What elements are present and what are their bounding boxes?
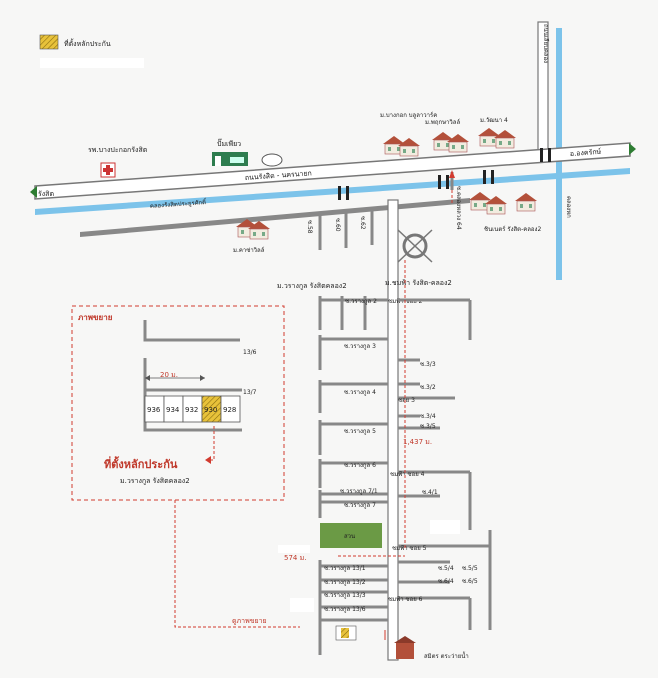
- soi-3-5: ซ.3/5: [420, 423, 436, 430]
- see-zoom-label: ดูภาพขยาย: [232, 617, 267, 625]
- arrow-right-icon: [629, 143, 636, 155]
- soi-58-label: ซ.58: [306, 220, 313, 234]
- school-label: สมิตร ตระว่ายน้ำ: [424, 650, 469, 660]
- distance-long: 1,437 ม.: [403, 438, 432, 446]
- village-bangpakok-label: ม.บางกอก บลูลาวาร์ค: [380, 111, 437, 119]
- gas-station: ปั๊มเพียว: [212, 138, 283, 167]
- village-phruksa-label: ม.พฤกษาวิลล์: [425, 118, 460, 126]
- village-wattana-label: ม.วัฒนา 4: [480, 117, 508, 124]
- inset-house-lot: [220, 395, 241, 423]
- hospital: รพ.บางปะกอกรังสิต: [88, 146, 148, 178]
- inset-house-number: 932: [185, 406, 198, 414]
- distance-short: 574 ม.: [284, 554, 306, 562]
- soi-waranggun-3: ซ.วรางกูล 3: [344, 343, 376, 350]
- legend-swatch: [39, 34, 59, 50]
- soi-waranggun-7: ซ.วรางกูล 7: [344, 502, 376, 509]
- soi-chomfah-6: ชมฟ้า ซอย 6: [388, 596, 423, 603]
- inset-title: ภาพขยาย: [78, 313, 113, 322]
- gas-label: ปั๊มเพียว: [217, 138, 241, 148]
- canal-label: คลองรังสิตประยูรศักดิ์: [150, 197, 208, 210]
- soi-waranggun-7-1: ซ.วรางกูล 7/1: [340, 488, 378, 495]
- road-right-label: ถนนเลียบคลอง: [542, 24, 550, 63]
- soi-5-5: ซ.5/5: [462, 565, 478, 572]
- rangsit-label: รังสิต: [38, 190, 54, 198]
- soi-chomfah-4: ชมฟ้า ซอย 4: [390, 471, 425, 478]
- park: [320, 523, 382, 548]
- redaction-blank: [278, 545, 310, 553]
- village-kasa: ม.คาซ่าวิลล์: [233, 218, 271, 254]
- legend-blank: [40, 58, 144, 68]
- canal-right-label: คลองหก: [565, 196, 572, 218]
- ongkarak-label: อ.องครักษ์: [570, 148, 602, 158]
- redaction-blank: [290, 598, 314, 612]
- soi-3-2: ซ.3/2: [420, 384, 436, 391]
- legend-label: ที่ตั้งหลักประกัน: [64, 37, 111, 48]
- main-soi: [387, 199, 399, 661]
- soi-3: ซอย 3: [398, 397, 415, 404]
- canal: [35, 168, 630, 215]
- soi-waranggun-13-3: ซ.วรางกูล 13/3: [324, 592, 366, 599]
- park-label: สวน: [344, 533, 355, 540]
- soi-4-1: ซ.4/1: [422, 489, 438, 496]
- soi-waranggun-13-1: ซ.วรางกูล 13/1: [324, 565, 366, 572]
- target-lot: [341, 628, 349, 638]
- soi-waranggun-6: ซ.วรางกูล 6: [344, 462, 376, 469]
- inset-collateral-label: ที่ตั้งหลักประกัน: [104, 456, 178, 471]
- inset-houses: 936 934 932 930 928: [144, 395, 241, 423]
- village-kasa-label: ม.คาซ่าวิลล์: [233, 246, 265, 254]
- village-phruksa: ม.พฤกษาวิลล์: [425, 118, 470, 153]
- route-dashes: [338, 190, 453, 557]
- inset-house-number: 928: [223, 406, 236, 414]
- village-waranggun-label: ม.วรางกูล รังสิตคลอง2: [277, 282, 347, 290]
- inset-house-number: 930: [204, 406, 217, 414]
- soi-62-label: ซ.62: [359, 216, 366, 230]
- inset-link: [174, 500, 300, 628]
- inset-house-number: 936: [147, 406, 161, 414]
- bridges: [338, 148, 551, 200]
- arrow-left-icon: [30, 186, 37, 198]
- route-arrow-icon: [449, 170, 455, 178]
- school-icon: [396, 643, 414, 659]
- inset-frame: [71, 305, 285, 501]
- school: สมิตร ตระว่ายน้ำ: [394, 636, 469, 660]
- village-chinnet: ชินเนตร์ รังสิต-คลอง2: [468, 191, 541, 233]
- inset-distance: 20 ม.: [160, 371, 178, 379]
- soi-waranggun-4: ซ.วรางกูล 4: [344, 389, 376, 396]
- soi-6-4: ซ.6/4: [438, 578, 454, 585]
- gas-logo-icon: [261, 153, 283, 167]
- village-chinnet-name: ชินเนตร์ รังสิต-คลอง2: [484, 225, 541, 233]
- soi-waranggun-2: ซ.วรางกูล 2: [345, 298, 377, 305]
- inset-house-number: 934: [166, 406, 180, 414]
- soi-chomfah-5: ชมฟ้า ซอย 5: [392, 545, 427, 552]
- waranggun-grid: [318, 296, 388, 655]
- soi-waranggun-13-6: ซ.วรางกูล 13/6: [324, 606, 366, 613]
- hospital-label: รพ.บางปะกอกรังสิต: [88, 146, 148, 154]
- soi-6-5: ซ.6/5: [462, 578, 478, 585]
- village-wattana: ม.วัฒนา 4: [477, 117, 517, 149]
- soi-waranggun-13-2: ซ.วรางกูล 13/2: [324, 579, 366, 586]
- soi-3-4: ซ.3/4: [420, 413, 436, 420]
- village-bangpakok: ม.บางกอก บลูลาวาร์ค: [380, 111, 437, 157]
- soi-3-3: ซ.3/3: [420, 361, 436, 368]
- soi-5-4: ซ.5/4: [438, 565, 454, 572]
- inset-village: ม.วรางกูล รังสิตคลอง2: [120, 477, 190, 485]
- redaction-blank: [430, 520, 460, 534]
- soi-60-label: ซ.60: [334, 218, 341, 232]
- soi-main-label: ซ.คลองหลวง 64: [455, 186, 462, 230]
- inset-13-6: 13/6: [243, 349, 257, 356]
- inset-13-7: 13/7: [243, 389, 257, 396]
- inset-pointer-icon: [205, 456, 211, 464]
- soi-waranggun-5: ซ.วรางกูล 5: [344, 428, 376, 435]
- village-chomfah-label: ม.ชมฟ้า รังสิต-คลอง2: [385, 279, 452, 287]
- legend: ที่ตั้งหลักประกัน: [39, 34, 144, 68]
- frontage-road: [80, 198, 470, 237]
